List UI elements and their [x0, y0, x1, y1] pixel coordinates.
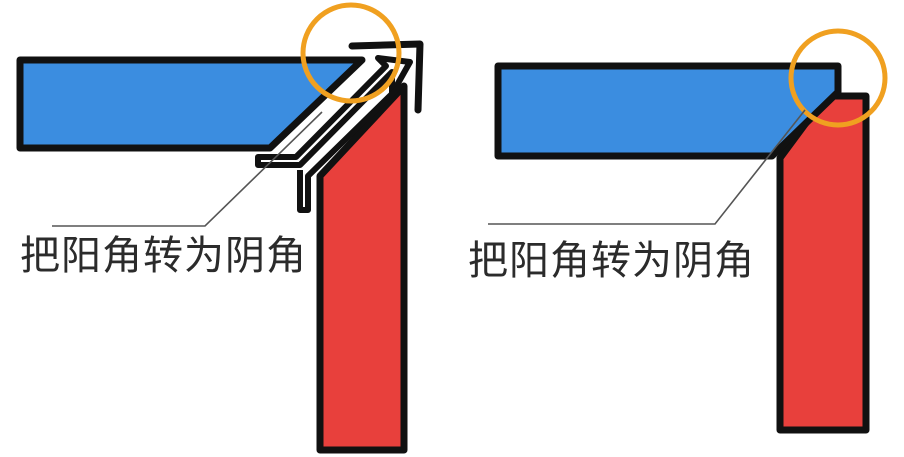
left-leader-line	[52, 111, 323, 227]
right-red-board	[776, 92, 870, 434]
right-panel	[488, 28, 888, 434]
left-panel	[16, 2, 424, 454]
right-blue-board	[494, 62, 842, 160]
left-gap-arrow-tail	[297, 81, 405, 213]
left-caption: 把阳角转为阴角	[20, 233, 307, 279]
left-arrowhead	[348, 40, 424, 114]
right-highlight-circle	[788, 28, 888, 128]
left-highlight-circle	[300, 2, 402, 104]
left-gap-arrow	[255, 55, 413, 168]
left-blue-board	[16, 56, 366, 152]
right-leader-line	[488, 109, 806, 225]
right-caption: 把阳角转为阴角	[468, 238, 755, 284]
left-red-board	[316, 82, 408, 454]
